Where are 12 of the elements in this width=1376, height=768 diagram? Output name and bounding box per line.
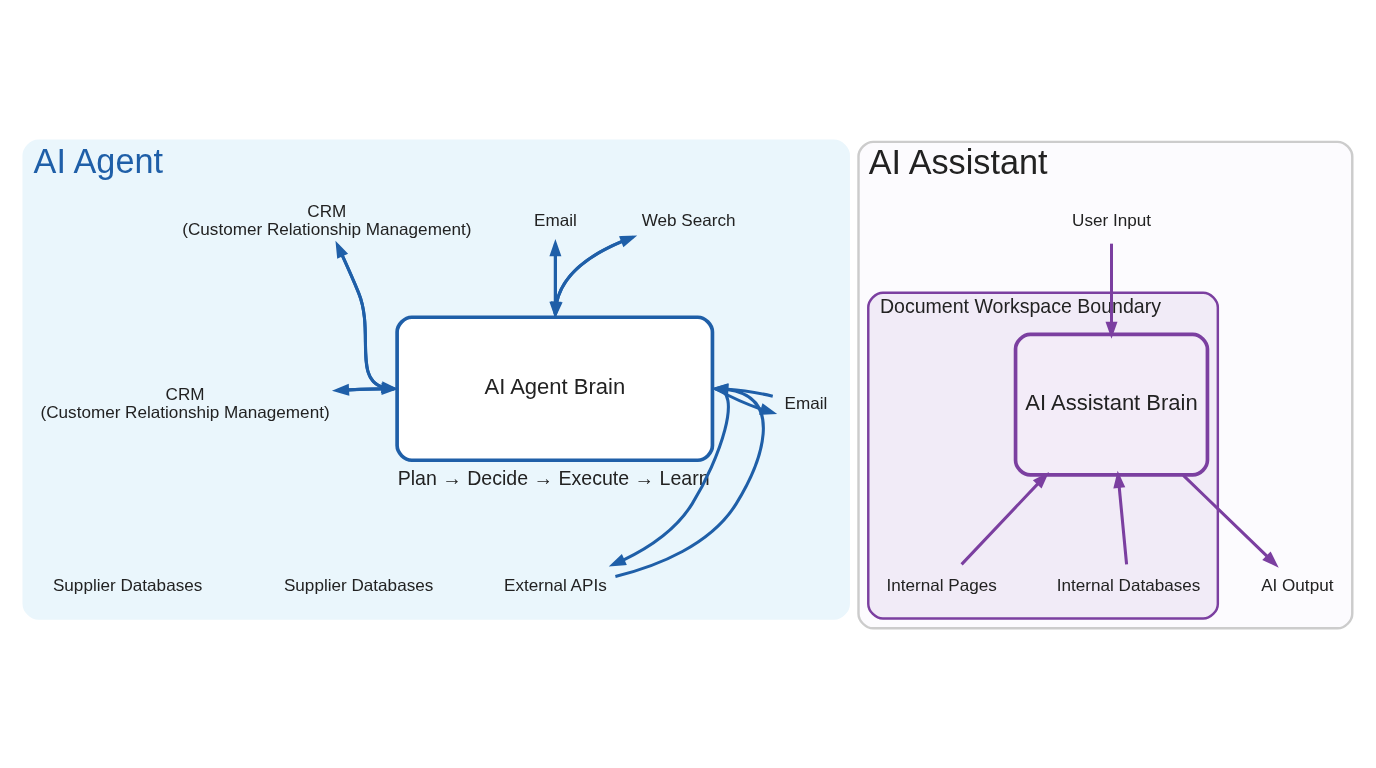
node-text: Email	[533, 210, 577, 230]
node-text: Web Search	[641, 210, 736, 230]
node-text: Internal Pages	[886, 575, 997, 595]
node-text: CRM (Customer Relationship Management)	[40, 384, 330, 422]
node-text: Supplier Databases	[52, 575, 203, 595]
node-text: Internal Databases	[1056, 575, 1201, 595]
node-text: External APIs	[504, 575, 607, 595]
node-text: CRM (Customer Relationship Management)	[182, 201, 472, 239]
node-text: Supplier Databases	[283, 575, 434, 595]
node-text: Email	[784, 393, 828, 413]
node-text: AI Output	[1261, 575, 1334, 595]
node-text: User Input	[1072, 210, 1151, 230]
